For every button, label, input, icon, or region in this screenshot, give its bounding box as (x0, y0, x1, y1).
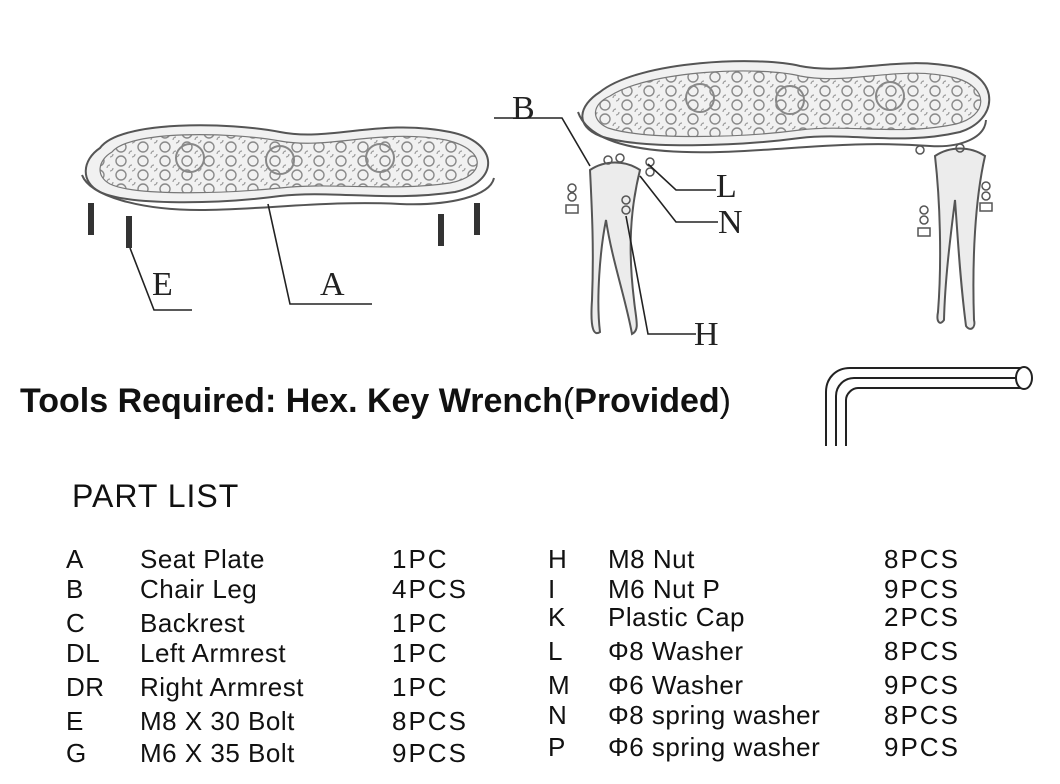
part-code: K (548, 602, 566, 632)
part-name: Left Armrest (140, 638, 287, 668)
part-code: DR (66, 672, 105, 702)
part-code: E (66, 706, 84, 736)
callout-label-h: H (694, 316, 719, 353)
part-name: Φ8 spring washer (608, 700, 821, 730)
paren-open: ( (562, 382, 575, 420)
tools-required-heading: Tools Required: Hex. Key Wrench(Provided… (20, 382, 731, 421)
part-qty: 8PCS (884, 544, 960, 574)
part-code: L (548, 636, 563, 666)
callout-label-e: E (152, 266, 173, 303)
part-qty: 1PC (392, 638, 449, 668)
paren-close: ) (719, 382, 731, 420)
part-name: Plastic Cap (608, 602, 745, 632)
part-code: P (548, 732, 566, 762)
part-name: M6 X 35 Bolt (140, 738, 295, 768)
assembled-bench-drawing (565, 60, 993, 336)
tools-required-label: Tools Required: Hex. Key Wrench (20, 382, 563, 420)
part-code: A (66, 544, 84, 574)
callout-label-b: B (512, 90, 535, 127)
part-code: DL (66, 638, 101, 668)
part-code: I (548, 574, 556, 604)
callout-label-l: L (716, 168, 737, 205)
part-qty: 8PCS (884, 700, 960, 730)
part-name: Chair Leg (140, 574, 258, 604)
tools-provided-label: Provided (574, 382, 720, 420)
part-qty: 9PCS (884, 732, 960, 762)
part-name: Φ6 spring washer (608, 732, 821, 762)
part-code: H (548, 544, 568, 574)
part-code: G (66, 738, 87, 768)
seat-plate-drawing (81, 124, 495, 248)
part-name: M8 X 30 Bolt (140, 706, 295, 736)
part-qty: 9PCS (392, 738, 468, 768)
leader-lines-left (129, 203, 372, 311)
callout-label-n: N (718, 204, 743, 241)
part-name: Seat Plate (140, 544, 265, 574)
part-qty: 9PCS (884, 574, 960, 604)
part-name: Φ6 Washer (608, 670, 744, 700)
part-qty: 4PCS (392, 574, 468, 604)
part-name: M6 Nut P (608, 574, 721, 604)
part-qty: 1PC (392, 672, 449, 702)
part-code: C (66, 608, 86, 638)
callout-label-a: A (320, 266, 345, 303)
part-name: Φ8 Washer (608, 636, 744, 666)
hex-key-wrench-drawing (825, 366, 1033, 446)
part-name: M8 Nut (608, 544, 695, 574)
part-code: M (548, 670, 571, 700)
part-list-title: PART LIST (72, 478, 240, 514)
part-code: B (66, 574, 84, 604)
part-qty: 2PCS (884, 602, 960, 632)
part-code: N (548, 700, 568, 730)
part-name: Backrest (140, 608, 246, 638)
part-qty: 8PCS (884, 636, 960, 666)
part-qty: 1PC (392, 608, 449, 638)
part-qty: 1PC (392, 544, 449, 574)
part-name: Right Armrest (140, 672, 304, 702)
part-qty: 8PCS (392, 706, 468, 736)
part-qty: 9PCS (884, 670, 960, 700)
leader-lines-right (494, 117, 718, 335)
